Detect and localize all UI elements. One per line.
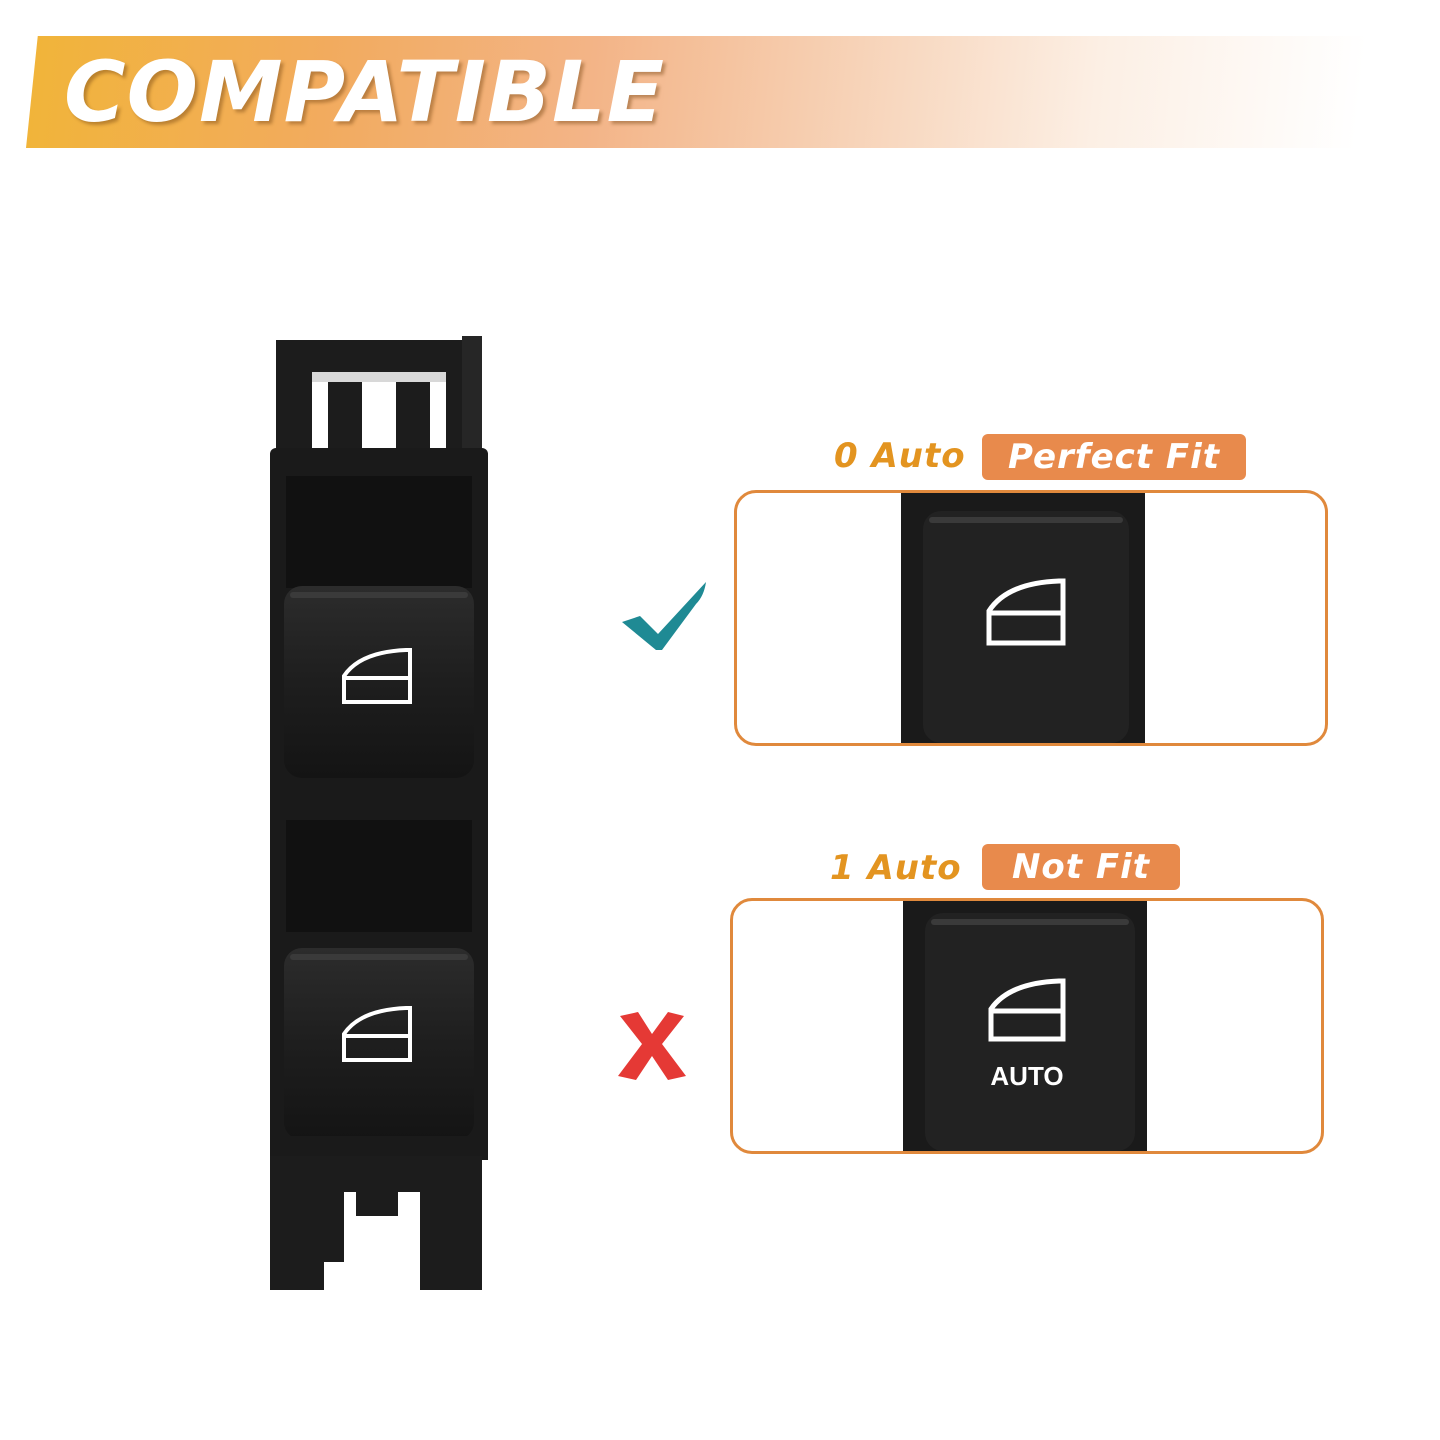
car-door-window-icon [988,978,1066,1042]
auto-label: AUTO [990,1061,1063,1091]
fit-badge-perfect: Perfect Fit [982,434,1246,480]
car-door-window-icon [342,1006,412,1062]
option-caption: 1 Auto [830,848,962,888]
switch-detail-image [901,493,1145,743]
fit-badge-not: Not Fit [982,844,1180,890]
window-switch-icon [270,336,488,1290]
banner-title: COMPATIBLE [64,43,665,141]
window-switch-image [264,336,494,1296]
switch-detail-image: AUTO [903,901,1147,1151]
detail-frame-perfect-fit [734,490,1328,746]
option-caption: 0 Auto [834,436,966,476]
cross-icon [618,1012,686,1080]
detail-frame-not-fit: AUTO [730,898,1324,1154]
check-icon [622,582,706,650]
car-door-window-icon [986,578,1066,646]
car-door-window-icon [342,648,412,704]
